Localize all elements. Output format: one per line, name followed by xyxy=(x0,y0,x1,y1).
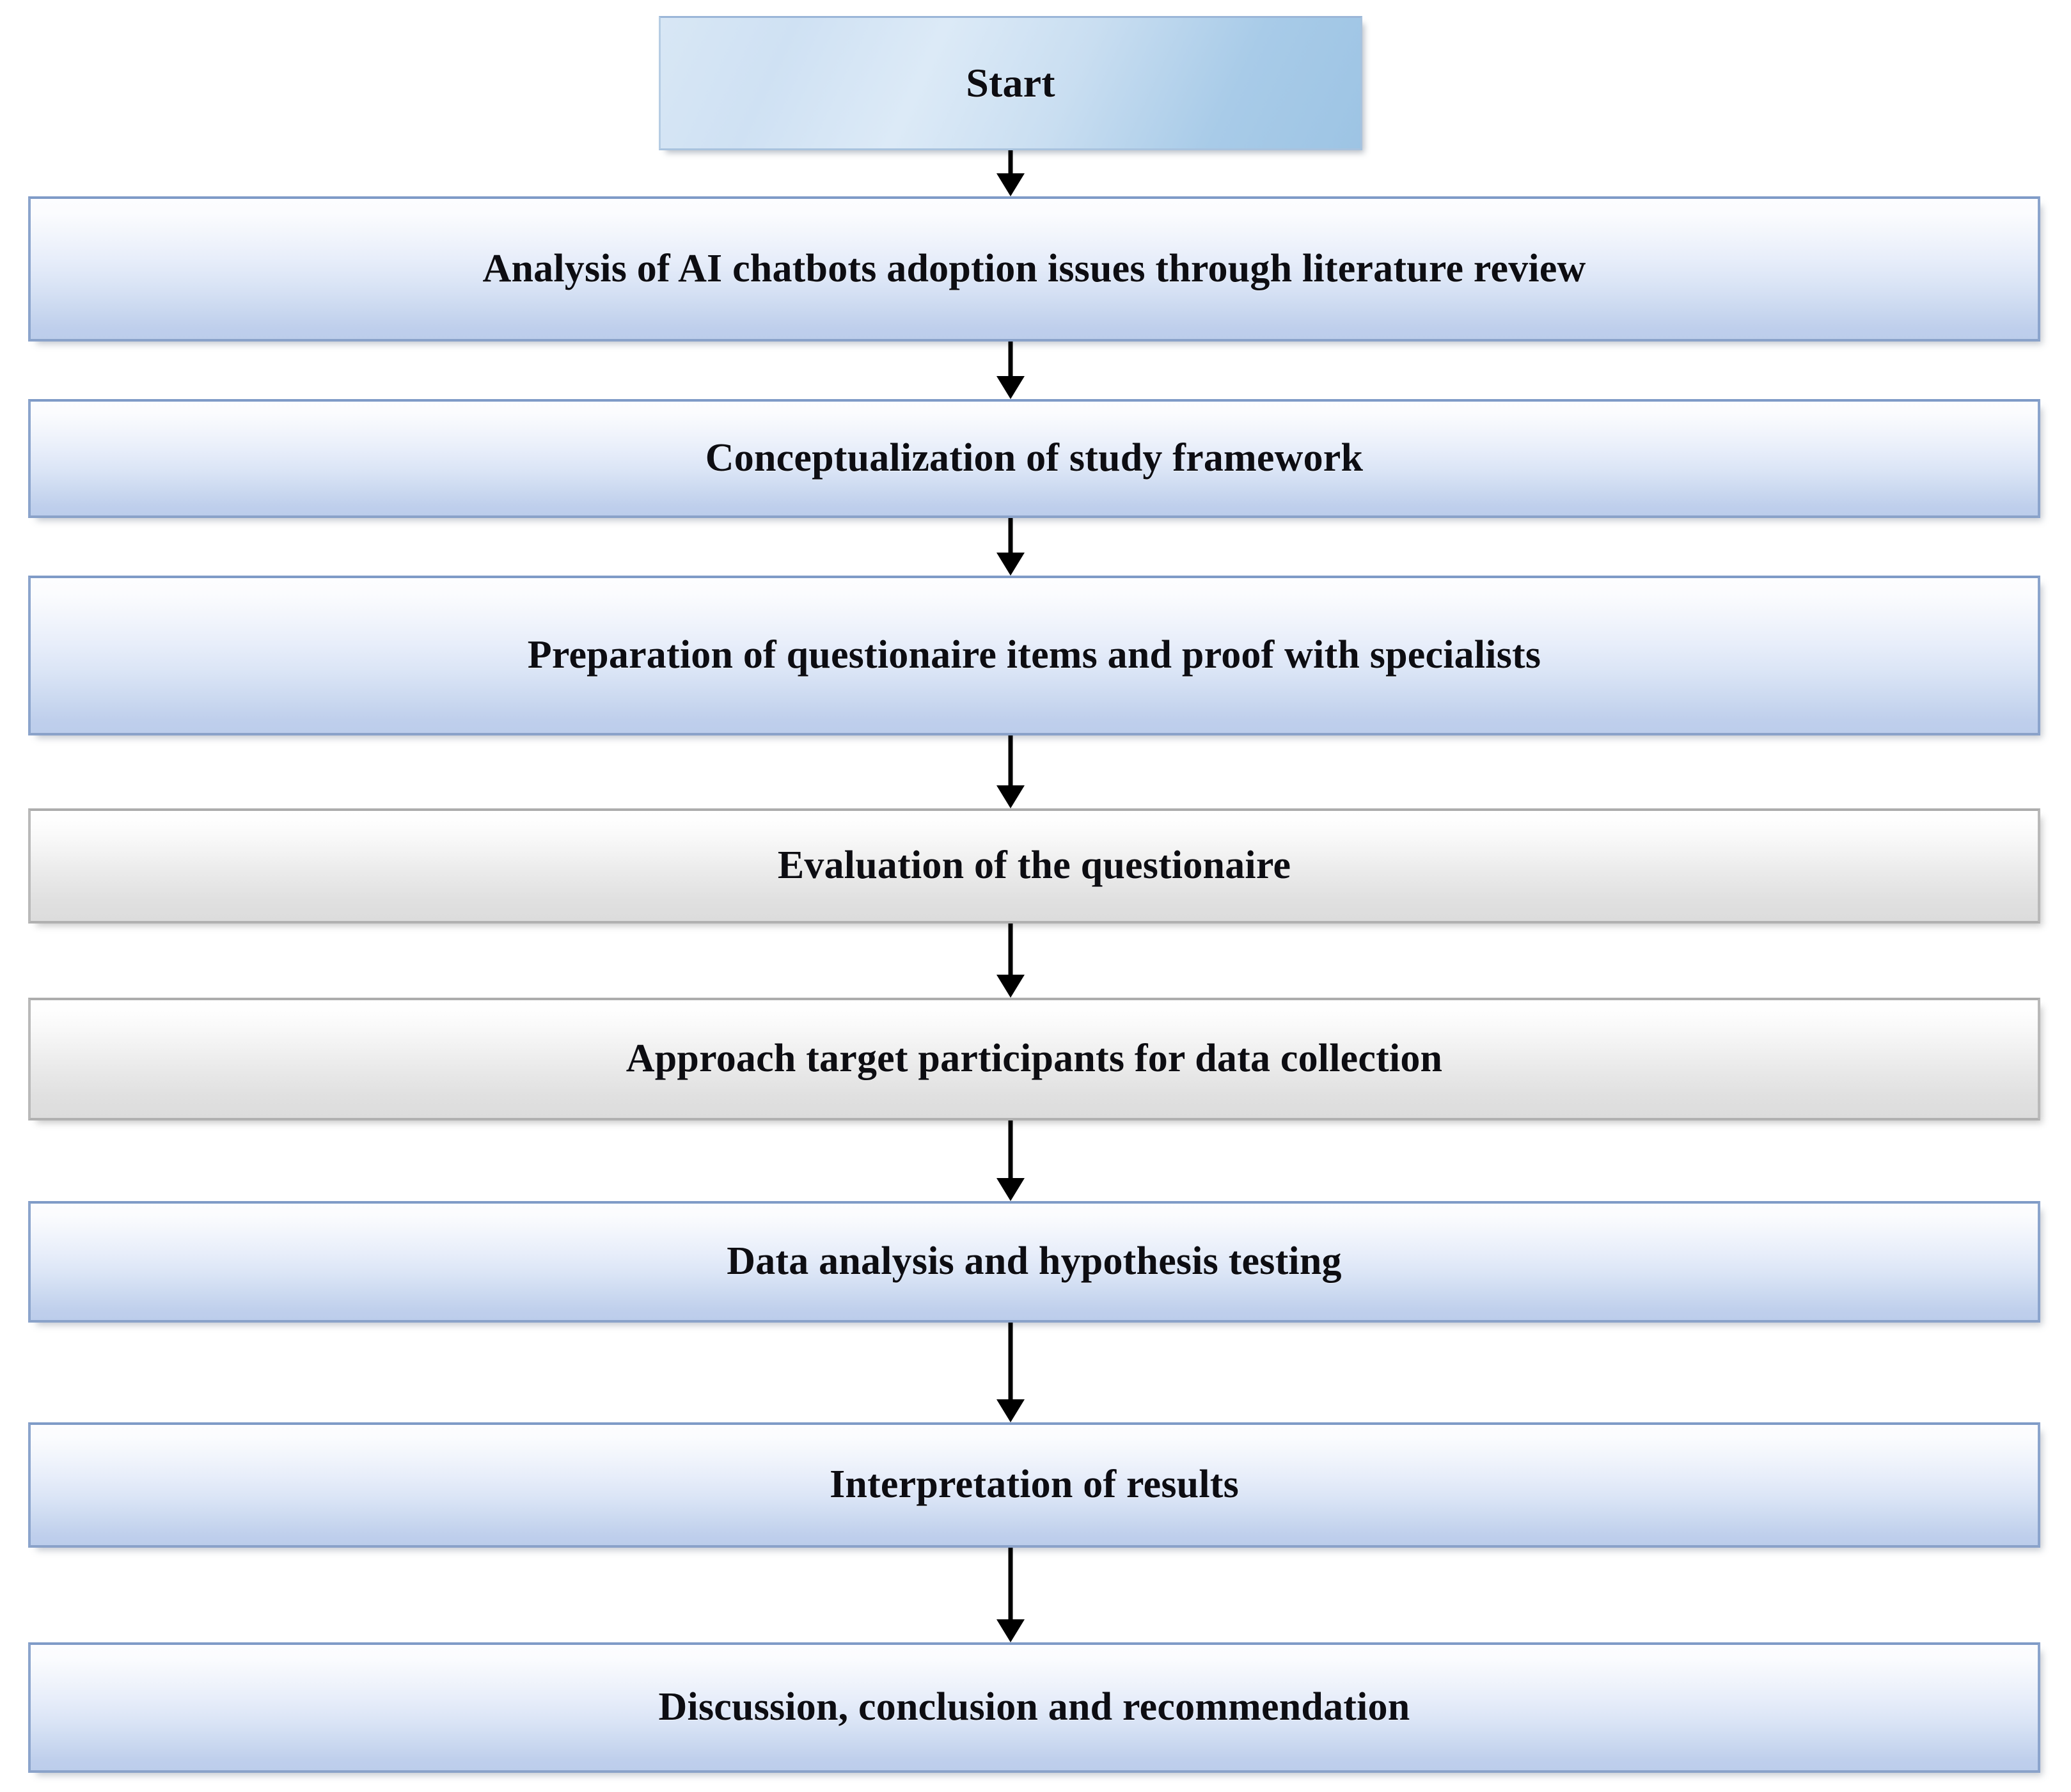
arrow-head-icon xyxy=(996,1178,1025,1201)
arrow-head-icon xyxy=(996,1399,1025,1422)
arrow-shaft xyxy=(1008,735,1013,787)
flow-arrow-literature-review-to-conceptualization xyxy=(996,342,1025,399)
arrow-shaft xyxy=(1008,1120,1013,1179)
flow-arrow-conceptualization-to-questionaire-preparation xyxy=(996,518,1025,576)
arrow-head-icon xyxy=(996,1619,1025,1642)
arrow-head-icon xyxy=(996,376,1025,399)
flow-node-start[interactable]: Start xyxy=(659,16,1362,150)
flow-arrow-questionaire-preparation-to-evaluation xyxy=(996,735,1025,808)
flow-node-discussion[interactable]: Discussion, conclusion and recommendatio… xyxy=(28,1642,2040,1773)
flow-node-conceptualization[interactable]: Conceptualization of study framework xyxy=(28,399,2040,518)
arrow-shaft xyxy=(1008,150,1013,176)
flow-node-data-collection[interactable]: Approach target participants for data co… xyxy=(28,998,2040,1120)
flow-node-data-analysis-label: Data analysis and hypothesis testing xyxy=(727,1239,1342,1284)
flow-node-interpretation-label: Interpretation of results xyxy=(830,1463,1239,1507)
arrow-head-icon xyxy=(996,975,1025,998)
flow-arrow-data-analysis-to-interpretation xyxy=(996,1323,1025,1422)
flow-node-conceptualization-label: Conceptualization of study framework xyxy=(705,436,1364,480)
arrow-head-icon xyxy=(996,173,1025,196)
flow-node-questionaire-preparation[interactable]: Preparation of questionaire items and pr… xyxy=(28,576,2040,735)
flow-node-questionaire-evaluation-label: Evaluation of the questionaire xyxy=(777,844,1291,888)
arrow-shaft xyxy=(1008,342,1013,377)
flow-node-literature-review-label: Analysis of AI chatbots adoption issues … xyxy=(482,246,1586,290)
flow-node-data-analysis[interactable]: Data analysis and hypothesis testing xyxy=(28,1201,2040,1323)
flow-node-literature-review[interactable]: Analysis of AI chatbots adoption issues … xyxy=(28,196,2040,342)
flow-arrow-evaluation-to-data-collection xyxy=(996,924,1025,998)
flow-node-start-label: Start xyxy=(966,60,1055,106)
flow-node-questionaire-preparation-label: Preparation of questionaire items and pr… xyxy=(527,633,1541,677)
arrow-shaft xyxy=(1008,518,1013,554)
arrow-shaft xyxy=(1008,1323,1013,1401)
arrow-shaft xyxy=(1008,1548,1013,1621)
flow-node-discussion-label: Discussion, conclusion and recommendatio… xyxy=(658,1685,1410,1729)
arrow-head-icon xyxy=(996,553,1025,576)
flow-node-data-collection-label: Approach target participants for data co… xyxy=(626,1037,1443,1081)
flow-arrow-data-collection-to-data-analysis xyxy=(996,1120,1025,1201)
arrow-head-icon xyxy=(996,785,1025,808)
arrow-shaft xyxy=(1008,924,1013,976)
flow-arrow-start-to-literature-review xyxy=(996,150,1025,196)
flow-node-questionaire-evaluation[interactable]: Evaluation of the questionaire xyxy=(28,808,2040,924)
flow-node-interpretation[interactable]: Interpretation of results xyxy=(28,1422,2040,1548)
flow-arrow-interpretation-to-discussion xyxy=(996,1548,1025,1642)
